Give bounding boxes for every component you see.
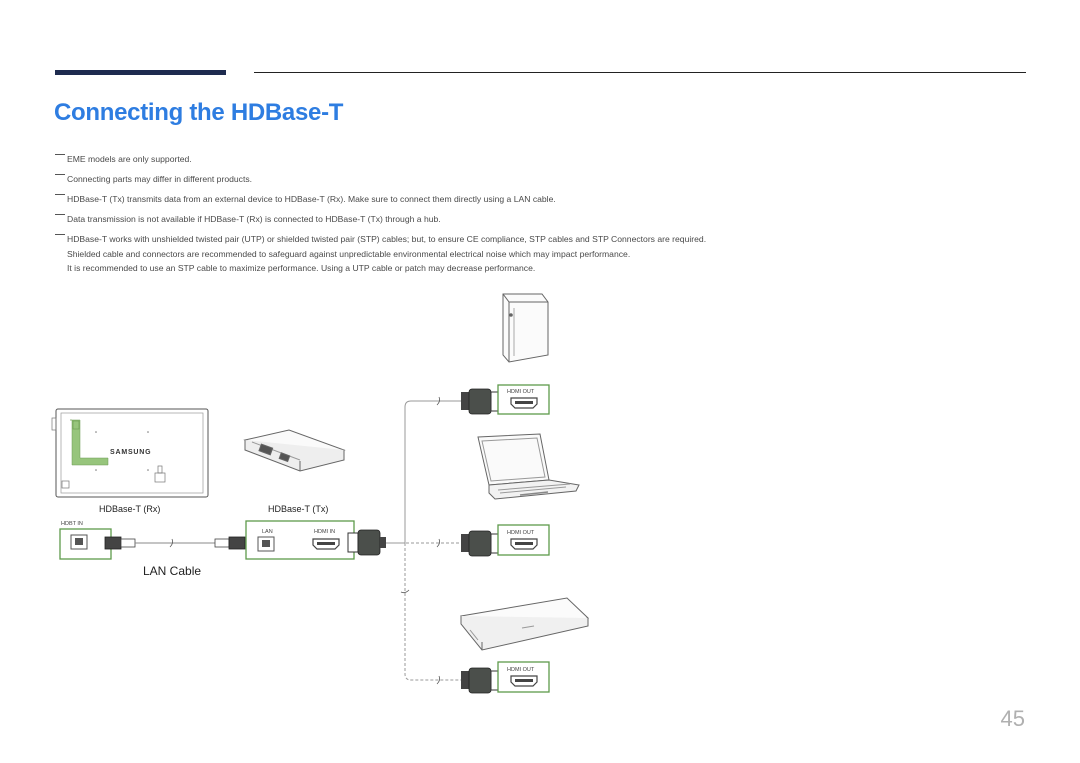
laptop-hdmi-out-panel: HDMI OUT	[497, 524, 550, 556]
player-hdmi-out-panel: HDMI OUT	[497, 661, 550, 693]
media-player-icon	[460, 597, 590, 651]
tx-label: HDBase-T (Tx)	[268, 504, 328, 514]
header-accent-bar	[55, 70, 226, 75]
laptop-hdmi-out-label: HDMI OUT	[507, 530, 535, 536]
hdbt-in-label: HDBT IN	[61, 521, 83, 527]
notes-list: EME models are only supported. Connectin…	[55, 152, 835, 281]
pc-hdmi-out-label: HDMI OUT	[507, 389, 535, 395]
hdmi-plug-player	[461, 667, 502, 694]
laptop-icon	[477, 433, 580, 500]
brand-logo: SAMSUNG	[110, 449, 151, 456]
note-item: Connecting parts may differ in different…	[55, 172, 835, 187]
display-rx-icon: SAMSUNG	[51, 408, 209, 498]
page-number: 45	[1000, 706, 1025, 731]
cable-break-marks	[400, 396, 441, 685]
lan-cable-label: LAN Cable	[143, 564, 201, 578]
page-title: Connecting the HDBase-T	[54, 99, 344, 126]
note-item: HDBase-T (Tx) transmits data from an ext…	[55, 192, 835, 207]
pc-tower-icon	[502, 293, 549, 363]
lan-cable	[104, 536, 246, 550]
header-rule	[254, 72, 1026, 73]
hdmi-plug-laptop	[461, 530, 502, 557]
lan-port-icon	[70, 534, 88, 550]
hdmi-plug-tx	[347, 529, 386, 556]
note-item: Data transmission is not available if HD…	[55, 212, 835, 227]
hdmi-plug-pc	[461, 388, 502, 415]
tx-hdmi-port-icon	[312, 538, 340, 550]
hdmi-cables	[386, 400, 461, 681]
note-item: EME models are only supported.	[55, 152, 835, 167]
hdbase-tx-device-icon	[243, 429, 346, 472]
tx-lan-port-icon	[257, 536, 275, 552]
player-hdmi-out-label: HDMI OUT	[507, 667, 535, 673]
note-item: HDBase-T works with unshielded twisted p…	[55, 232, 835, 276]
rx-label: HDBase-T (Rx)	[99, 504, 160, 514]
pc-hdmi-out-panel: HDMI OUT	[497, 384, 550, 415]
tx-lan-label: LAN	[262, 529, 273, 535]
tx-hdmi-in-label: HDMI IN	[314, 529, 335, 535]
